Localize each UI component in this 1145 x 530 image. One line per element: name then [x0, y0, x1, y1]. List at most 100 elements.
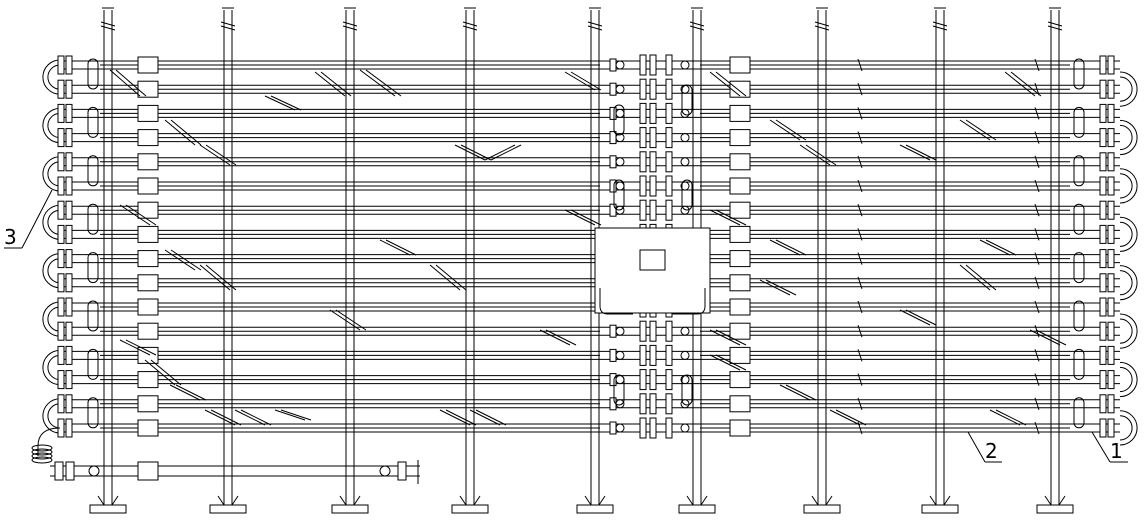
tube-break-mark: [857, 300, 863, 314]
brace-line: [1035, 329, 1067, 346]
support-gusset: [598, 495, 606, 506]
flange: [649, 175, 657, 197]
end-flange-left: [57, 152, 65, 172]
end-flange-left: [57, 55, 65, 75]
brace-line: [169, 384, 201, 401]
u-loop-center: [613, 179, 625, 211]
support-foot: [1036, 504, 1074, 514]
flange: [639, 78, 647, 100]
return-bend-left-outer: [42, 253, 61, 289]
end-flange-left: [57, 103, 65, 123]
tube-break-mark: [857, 83, 863, 96]
end-flange-right: [1107, 418, 1115, 438]
tube-valve: [680, 399, 690, 409]
end-flange-right: [1099, 103, 1107, 123]
brace-line: [210, 409, 242, 426]
tube-break-mark: [1034, 349, 1040, 362]
brace-line: [329, 309, 361, 331]
support-break-mark: [342, 25, 358, 31]
flange: [649, 127, 657, 149]
flange-small: [609, 179, 617, 193]
flange: [665, 151, 673, 173]
brace-line: [785, 384, 817, 401]
return-bend-right-outer: [1119, 265, 1138, 301]
flange-small: [609, 421, 617, 435]
brace-line: [709, 209, 741, 226]
support-foot: [331, 504, 369, 514]
support-break-mark: [587, 21, 603, 27]
u-loop-left: [87, 300, 99, 332]
brace-line: [564, 209, 596, 226]
tube-break-mark: [857, 155, 863, 168]
return-bend-left-outer: [42, 59, 61, 95]
support-break-mark: [462, 21, 478, 27]
flange: [639, 54, 647, 76]
flange: [665, 199, 673, 221]
tube-clamp: [137, 153, 159, 171]
end-flange-right: [1107, 224, 1115, 244]
tube-clamp: [729, 177, 751, 195]
u-loop-left: [87, 252, 99, 284]
brace-line: [775, 119, 807, 141]
return-bend-right-outer: [1119, 313, 1138, 349]
flange: [649, 320, 657, 342]
flange: [665, 175, 673, 197]
support-gusset: [700, 495, 708, 506]
brace-line: [240, 409, 272, 426]
tube-break-mark: [857, 325, 863, 338]
end-flange-left: [65, 345, 73, 365]
support-stands: [89, 7, 1074, 514]
flange: [649, 393, 657, 415]
return-bend-left: [47, 306, 61, 332]
end-flange-right: [1107, 200, 1115, 220]
tube-valve: [680, 60, 690, 70]
brace-line: [475, 409, 507, 426]
flange: [639, 344, 647, 366]
tube-clamp: [729, 395, 751, 413]
support-gusset: [339, 495, 347, 506]
end-flange-right: [1107, 79, 1115, 99]
brace-line: [709, 354, 741, 371]
pipe-fittings: [57, 55, 1115, 438]
brace-line: [314, 71, 346, 97]
tube-break-mark: [857, 179, 863, 193]
tube-clamp: [137, 395, 159, 413]
return-bend-left-outer: [42, 398, 61, 434]
u-loop-right: [1073, 252, 1085, 284]
brace-line: [170, 249, 202, 271]
end-flange-left: [65, 297, 73, 317]
callout-1-leader: [1091, 431, 1111, 463]
end-flange-left: [65, 370, 73, 390]
brace-line: [905, 144, 937, 161]
tube-break-mark: [1034, 276, 1040, 289]
center-block: [639, 249, 666, 271]
support-gusset: [217, 495, 225, 506]
tube-rows: [60, 56, 1120, 437]
center-elbow: [672, 288, 706, 315]
flange: [649, 369, 657, 391]
flange: [639, 320, 647, 342]
brace-line: [709, 71, 741, 97]
tube-break-mark: [857, 228, 863, 241]
tube-break-mark: [857, 252, 863, 265]
return-bend-left-outer: [42, 301, 61, 337]
tube-break-mark: [1034, 252, 1040, 265]
tube-break-mark: [1034, 204, 1040, 217]
return-bend-right-outer: [1119, 410, 1138, 446]
flange: [649, 54, 657, 76]
u-loop-center: [613, 374, 625, 406]
inlet-coil: [31, 452, 53, 460]
return-bend-right-outer: [1119, 119, 1138, 156]
brace-line: [365, 69, 402, 97]
manifold-flange: [397, 461, 407, 481]
end-flange-right: [1107, 103, 1115, 123]
support-break-mark: [220, 21, 236, 27]
end-flange-right: [1107, 55, 1115, 75]
end-flange-right: [1099, 200, 1107, 220]
end-flange-right: [1107, 273, 1115, 293]
brace-line: [115, 69, 147, 97]
end-flange-left: [57, 176, 65, 196]
end-flange-right: [1107, 152, 1115, 172]
tube-clamp: [729, 322, 751, 340]
support-foot: [921, 504, 959, 514]
